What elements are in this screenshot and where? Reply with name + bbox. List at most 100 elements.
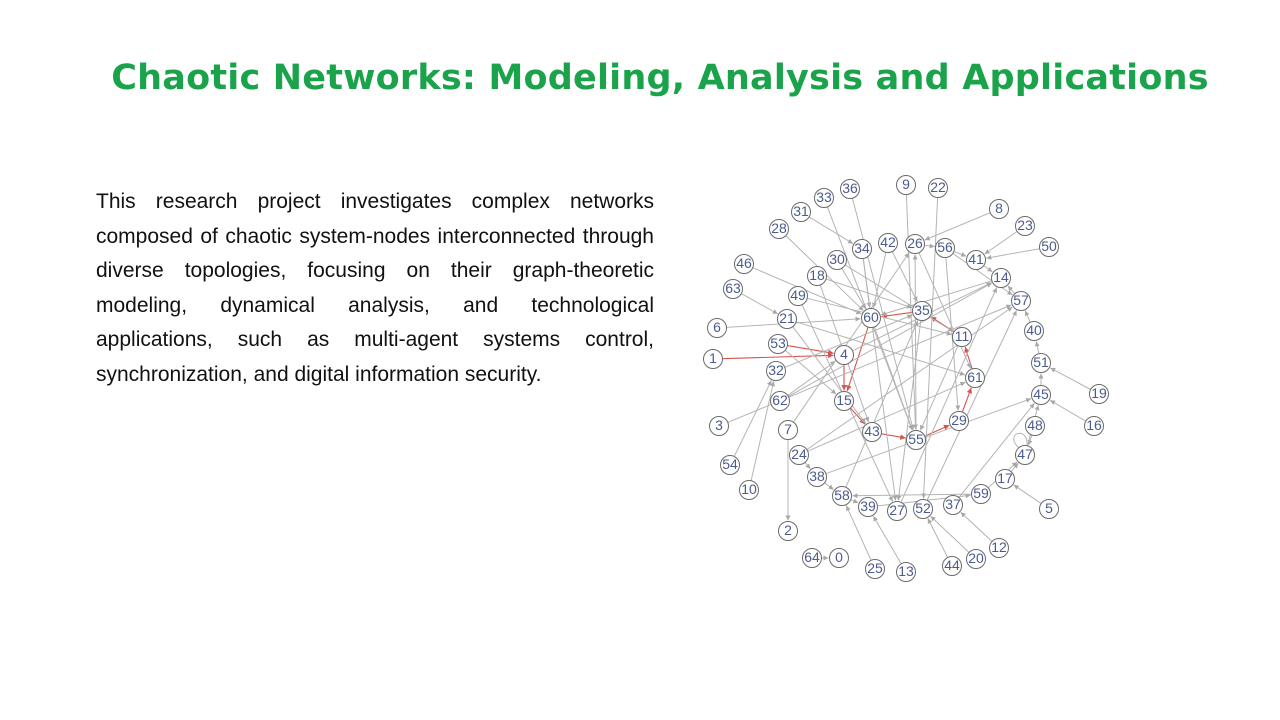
edge-24-61 <box>807 381 966 452</box>
slide-body-text: This research project investigates compl… <box>96 190 654 386</box>
node-11: 11 <box>952 327 972 347</box>
node-circle <box>989 538 1009 558</box>
node-25: 25 <box>865 559 885 579</box>
node-45: 45 <box>1031 385 1051 405</box>
node-15: 15 <box>834 391 854 411</box>
node-label: 58 <box>834 487 850 503</box>
node-label: 55 <box>908 431 924 447</box>
node-0: 0 <box>829 548 849 568</box>
node-circle <box>707 318 727 338</box>
node-circle <box>778 420 798 440</box>
node-circle <box>703 349 723 369</box>
edge-52-57 <box>926 310 1017 501</box>
edge-58-35 <box>845 320 919 488</box>
node-42: 42 <box>878 233 898 253</box>
node-label: 8 <box>995 200 1003 216</box>
node-label: 61 <box>967 369 983 385</box>
node-30: 30 <box>827 250 847 270</box>
edge-37-45 <box>958 402 1035 498</box>
edge-43-55 <box>881 433 906 440</box>
node-48: 48 <box>1025 416 1045 436</box>
node-circle <box>788 286 808 306</box>
node-18: 18 <box>807 266 827 286</box>
node-circle <box>834 391 854 411</box>
self-loop-47 <box>1013 432 1028 449</box>
edge-29-61 <box>961 387 972 413</box>
node-23: 23 <box>1015 216 1035 236</box>
node-label: 17 <box>997 470 1013 486</box>
edge-56-29 <box>945 257 961 411</box>
edge-42-35 <box>891 251 918 302</box>
node-label: 49 <box>790 287 806 303</box>
node-label: 29 <box>951 412 967 428</box>
node-circle <box>1011 291 1031 311</box>
node-circle <box>1031 353 1051 373</box>
edge-10-32 <box>750 381 776 481</box>
node-circle <box>989 199 1009 219</box>
node-circle <box>1084 416 1104 436</box>
node-label: 32 <box>768 362 784 378</box>
node-circle <box>840 179 860 199</box>
edge-26-56 <box>924 243 935 249</box>
node-3: 3 <box>709 416 729 436</box>
node-label: 52 <box>915 500 931 516</box>
node-circle <box>827 250 847 270</box>
node-circle <box>887 501 907 521</box>
node-64: 64 <box>802 548 822 568</box>
node-28: 28 <box>769 219 789 239</box>
node-19: 19 <box>1089 384 1109 404</box>
node-62: 62 <box>770 391 790 411</box>
node-label: 7 <box>784 421 792 437</box>
edge-38-45 <box>825 397 1032 475</box>
edge-42-60 <box>871 252 887 308</box>
node-label: 20 <box>968 550 984 566</box>
edge-62-14 <box>788 282 993 397</box>
node-60: 60 <box>861 308 881 328</box>
node-circle <box>791 202 811 222</box>
node-46: 46 <box>734 254 754 274</box>
node-label: 15 <box>836 392 852 408</box>
edge-60-15 <box>846 326 869 392</box>
node-52: 52 <box>913 499 933 519</box>
edge-24-57 <box>806 306 1013 451</box>
node-label: 1 <box>709 350 717 366</box>
edge-8-26 <box>924 212 991 241</box>
node-circle <box>768 334 788 354</box>
node-label: 19 <box>1091 385 1107 401</box>
node-label: 25 <box>867 560 883 576</box>
node-label: 3 <box>715 417 723 433</box>
node-label: 5 <box>1045 500 1053 516</box>
node-8: 8 <box>989 199 1009 219</box>
node-label: 14 <box>993 269 1009 285</box>
node-circle <box>770 391 790 411</box>
node-circle <box>1024 321 1044 341</box>
node-circle <box>734 254 754 274</box>
node-circle <box>1031 385 1051 405</box>
node-4: 4 <box>834 345 854 365</box>
edge-17-47 <box>1010 462 1019 473</box>
node-circle <box>807 467 827 487</box>
node-label: 36 <box>842 180 858 196</box>
node-29: 29 <box>949 411 969 431</box>
node-circle <box>971 484 991 504</box>
node-label: 40 <box>1026 322 1042 338</box>
node-circle <box>952 327 972 347</box>
node-circle <box>1089 384 1109 404</box>
edge-44-52 <box>927 518 949 558</box>
node-label: 41 <box>968 251 984 267</box>
node-circle <box>858 497 878 517</box>
node-circle <box>777 309 797 329</box>
node-circle <box>1015 216 1035 236</box>
node-16: 16 <box>1084 416 1104 436</box>
node-label: 50 <box>1041 238 1057 254</box>
edge-38-58 <box>824 482 834 490</box>
node-label: 2 <box>784 522 792 538</box>
node-14: 14 <box>991 268 1011 288</box>
edge-7-26 <box>792 252 910 423</box>
node-circle <box>739 480 759 500</box>
node-circle <box>905 234 925 254</box>
edge-40-57 <box>1024 310 1031 323</box>
node-54: 54 <box>720 455 740 475</box>
node-label: 60 <box>863 309 879 325</box>
node-32: 32 <box>766 361 786 381</box>
